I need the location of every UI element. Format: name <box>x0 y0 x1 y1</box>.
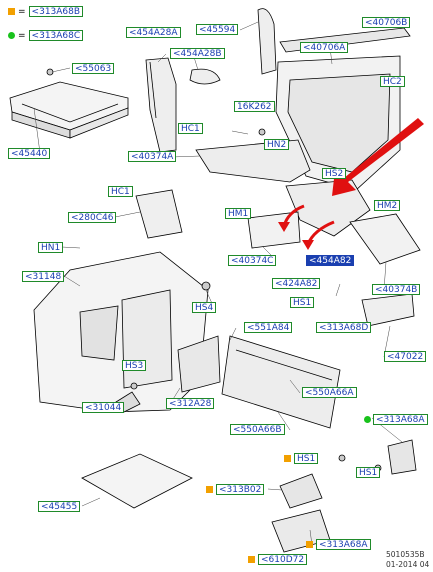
legend-code-313a68c[interactable]: <313A68C <box>28 30 84 41</box>
orange-square-icon <box>248 556 255 563</box>
part-label-hs1-c[interactable]: HS1 <box>356 467 381 478</box>
panel-550a66-illustration <box>221 335 341 429</box>
green-dot-icon <box>8 32 15 39</box>
part-label-313b02[interactable]: <313B02 <box>216 484 265 495</box>
part-label-hs3[interactable]: HS3 <box>122 360 147 371</box>
clip-hs3 <box>130 382 138 390</box>
legend-code-313a68b[interactable]: <313A68B <box>28 6 84 17</box>
part-label-hc2[interactable]: HC2 <box>380 76 405 87</box>
part-label-313a68a-bottom[interactable]: <313A68A <box>316 539 371 550</box>
part-label-45440[interactable]: <45440 <box>8 148 51 159</box>
part-label-40706a[interactable]: <40706A <box>300 42 349 53</box>
part-label-550a66a[interactable]: <550A66A <box>302 387 357 398</box>
orange-square-icon <box>8 8 15 15</box>
part-label-40706b[interactable]: <40706B <box>362 17 411 28</box>
part-label-hs1-b[interactable]: HS1 <box>294 453 319 464</box>
part-label-hs1-a[interactable]: HS1 <box>290 297 315 308</box>
pillar-trim-illustration <box>145 57 177 153</box>
trim-454a28b-illustration <box>189 68 221 85</box>
part-label-47022[interactable]: <47022 <box>384 351 427 362</box>
orange-square-icon <box>284 455 291 462</box>
part-label-312a28[interactable]: <312A28 <box>166 398 215 409</box>
diagram-date: 01-2014 04 <box>386 560 430 569</box>
part-label-hs4[interactable]: HS4 <box>192 302 217 313</box>
clip-hs4 <box>201 281 211 291</box>
trim-40374b-illustration <box>349 213 421 265</box>
part-label-hn1[interactable]: HN1 <box>38 242 64 253</box>
part-label-hc1-mid[interactable]: HC1 <box>108 186 133 197</box>
part-label-hn2[interactable]: HN2 <box>264 139 290 150</box>
tray-47022-illustration <box>361 293 415 327</box>
part-313b02-illustration <box>279 473 323 509</box>
diagram-code: 5010535B <box>386 550 425 559</box>
part-label-454a82-highlighted[interactable]: <454A82 <box>306 255 355 266</box>
panel-312a28-illustration <box>177 335 221 393</box>
trim-45594-illustration <box>257 8 277 75</box>
part-label-280c46[interactable]: <280C46 <box>68 212 117 223</box>
green-dot-icon <box>364 416 371 423</box>
liftgate-panel-illustration <box>275 55 401 191</box>
part-label-40374a[interactable]: <40374A <box>128 151 177 162</box>
part-313a68a-illustration <box>387 439 417 475</box>
part-label-hs2[interactable]: HS2 <box>322 168 347 179</box>
bracket-280c46-illustration <box>135 189 183 239</box>
clip-16k262 <box>258 128 266 136</box>
part-label-610d72[interactable]: <610D72 <box>258 554 308 565</box>
cargo-cover-illustration <box>9 81 129 139</box>
part-label-16k262[interactable]: 16K262 <box>234 101 275 112</box>
part-label-45594[interactable]: <45594 <box>196 24 239 35</box>
callout-arrows <box>278 118 424 250</box>
part-label-40374b[interactable]: <40374B <box>372 284 421 295</box>
part-label-31148[interactable]: <31148 <box>22 271 65 282</box>
part-label-45455[interactable]: <45455 <box>38 501 81 512</box>
part-label-31044[interactable]: <31044 <box>82 402 125 413</box>
legend-row-green: = <313A68C <box>8 30 84 41</box>
orange-square-icon <box>306 541 313 548</box>
clip-hs1 <box>338 454 346 462</box>
mat-45455-illustration <box>81 453 193 509</box>
legend-row-orange: = <313A68B <box>8 6 84 17</box>
part-label-313a68a-top[interactable]: <313A68A <box>373 414 428 425</box>
part-label-55063[interactable]: <55063 <box>72 63 115 74</box>
legend-equals: = <box>18 6 26 17</box>
part-label-hc1-top[interactable]: HC1 <box>178 123 203 134</box>
main-red-arrow <box>332 118 424 196</box>
part-label-551a84[interactable]: <551A84 <box>244 322 293 333</box>
trim-40374c-illustration <box>247 211 301 249</box>
part-label-hm2[interactable]: HM2 <box>374 200 401 211</box>
part-label-424a82[interactable]: <424A82 <box>272 278 321 289</box>
legend-equals: = <box>18 30 26 41</box>
part-label-40374c[interactable]: <40374C <box>228 255 277 266</box>
part-label-550a66b[interactable]: <550A66B <box>230 424 285 435</box>
part-label-hm1[interactable]: HM1 <box>225 208 252 219</box>
part-label-454a28a[interactable]: <454A28A <box>126 27 181 38</box>
orange-square-icon <box>206 486 213 493</box>
sill-40374a-illustration <box>195 139 311 183</box>
part-label-454a28b[interactable]: <454A28B <box>170 48 225 59</box>
part-label-313a68d[interactable]: <313A68D <box>316 322 372 333</box>
